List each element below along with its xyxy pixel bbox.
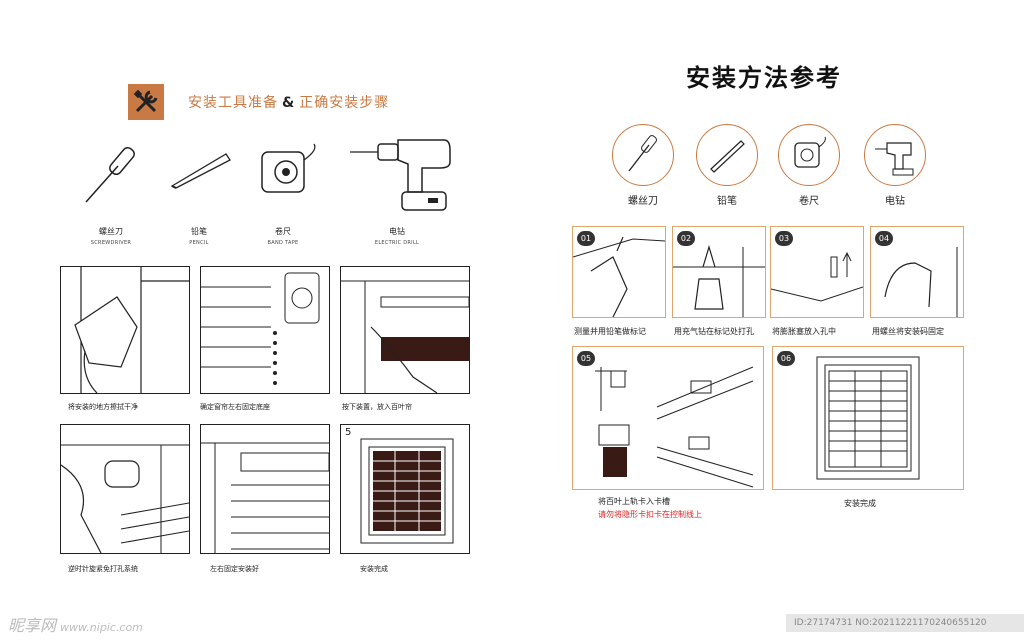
left-step-6-illustration: 5 [340,424,470,554]
electric-drill-icon [348,134,452,218]
tool-label-pencil-en: PENCIL [154,240,244,246]
left-step-1-illustration [60,266,190,394]
left-step-4-caption: 逆时针旋紧免打孔系统 [68,564,138,574]
left-header-title: 安装工具准备&正确安装步骤 [188,92,389,112]
right-step-03-caption: 将膨胀塞放入孔中 [772,326,836,337]
right-step-02: 02 [672,226,766,318]
right-step-04-caption: 用螺丝将安装码固定 [872,326,944,337]
right-tool-label-screwdriver: 螺丝刀 [608,192,678,207]
right-step-06-caption: 安装完成 [844,498,876,509]
tool-label-drill: 电钻 [362,226,432,237]
right-tool-tape-icon [778,124,840,186]
watermark-url: www.nipic.com [60,621,143,634]
header-title-steps: 正确安装步骤 [299,95,389,111]
step-number-badge: 01 [577,231,595,246]
right-step-05: 05 [572,346,764,490]
tool-label-pencil: 铅笔 [164,226,234,237]
right-step-03: 03 [770,226,864,318]
step-number-badge: 06 [777,351,795,366]
right-step-05-caption: 将百叶上轨卡入卡槽 [598,496,670,507]
tool-label-screwdriver-en: SCREWDRIVER [66,240,156,246]
step-number-badge: 03 [775,231,793,246]
right-page-title: 安装方法参考 [686,58,842,93]
right-step-04: 04 [870,226,964,318]
right-tool-label-pencil: 铅笔 [692,192,762,207]
screwdriver-icon [76,140,146,214]
left-step-1-caption: 将安装的地方擦拭干净 [68,402,138,412]
right-tool-pencil-icon [696,124,758,186]
left-step-5-caption: 左右固定安装好 [210,564,259,574]
right-tool-label-tape: 卷尺 [774,192,844,207]
watermark: 昵享网 www.nipic.com [8,612,143,636]
step-number-badge: 05 [577,351,595,366]
tool-label-tape-en: BAND TAPE [238,240,328,246]
step-number-badge: 02 [677,231,695,246]
right-tool-label-drill: 电钻 [860,192,930,207]
watermark-brand: 昵享网 [8,616,56,635]
step-number-badge: 04 [875,231,893,246]
left-step-3-caption: 按下装置，放入百叶帘 [342,402,412,412]
left-step-6-number: 5 [345,427,351,438]
tool-label-tape: 卷尺 [248,226,318,237]
tool-label-drill-en: ELECTRIC DRILL [352,240,442,246]
left-step-2-illustration [200,266,330,394]
left-step-2-caption: 确定窗帘左右固定底座 [200,402,270,412]
pencil-icon [168,146,234,194]
tape-measure-icon [258,142,322,202]
right-tool-drill-icon [864,124,926,186]
left-step-6-caption: 安装完成 [360,564,388,574]
right-step-05-warning: 请勿将隐形卡扣卡在控制线上 [598,509,702,520]
left-step-3-illustration [340,266,470,394]
left-step-5-illustration [200,424,330,554]
right-step-01-caption: 测量并用铅笔做标记 [574,326,646,337]
right-step-02-caption: 用充气钻在标记处打孔 [674,326,754,337]
image-id-bar: ID:27174731 NO:20211221170240655120 [786,614,1024,632]
tool-label-screwdriver: 螺丝刀 [76,226,146,237]
header-title-tools: 安装工具准备 [188,95,278,111]
right-step-01: 01 [572,226,666,318]
header-amp: & [282,95,295,111]
right-step-06: 06 [772,346,964,490]
tools-badge-icon [128,84,164,120]
left-step-4-illustration [60,424,190,554]
right-tool-screwdriver-icon [612,124,674,186]
